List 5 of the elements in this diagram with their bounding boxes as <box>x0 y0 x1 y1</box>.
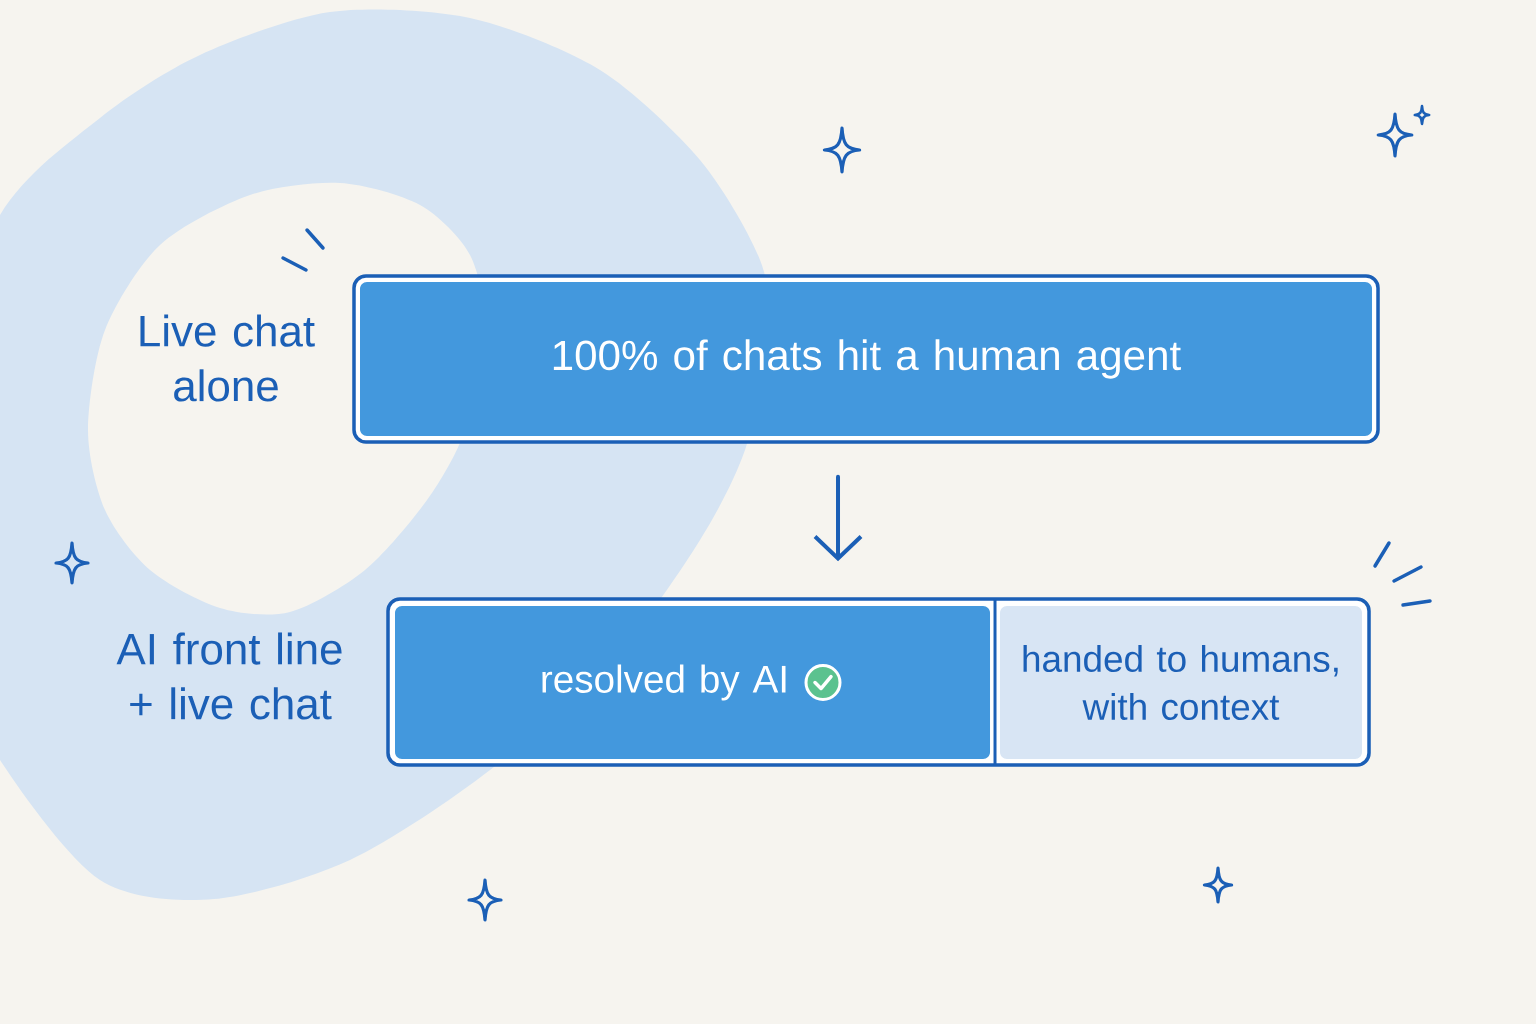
row-label: AI front line + live chat <box>116 632 342 720</box>
row-label: Live chat alone <box>140 314 315 402</box>
bar-segment: resolved by AI <box>395 606 990 759</box>
bar: 100% of chats hit a human agent <box>352 274 1380 444</box>
bar-segment: handed to humans, with context <box>1000 606 1362 759</box>
